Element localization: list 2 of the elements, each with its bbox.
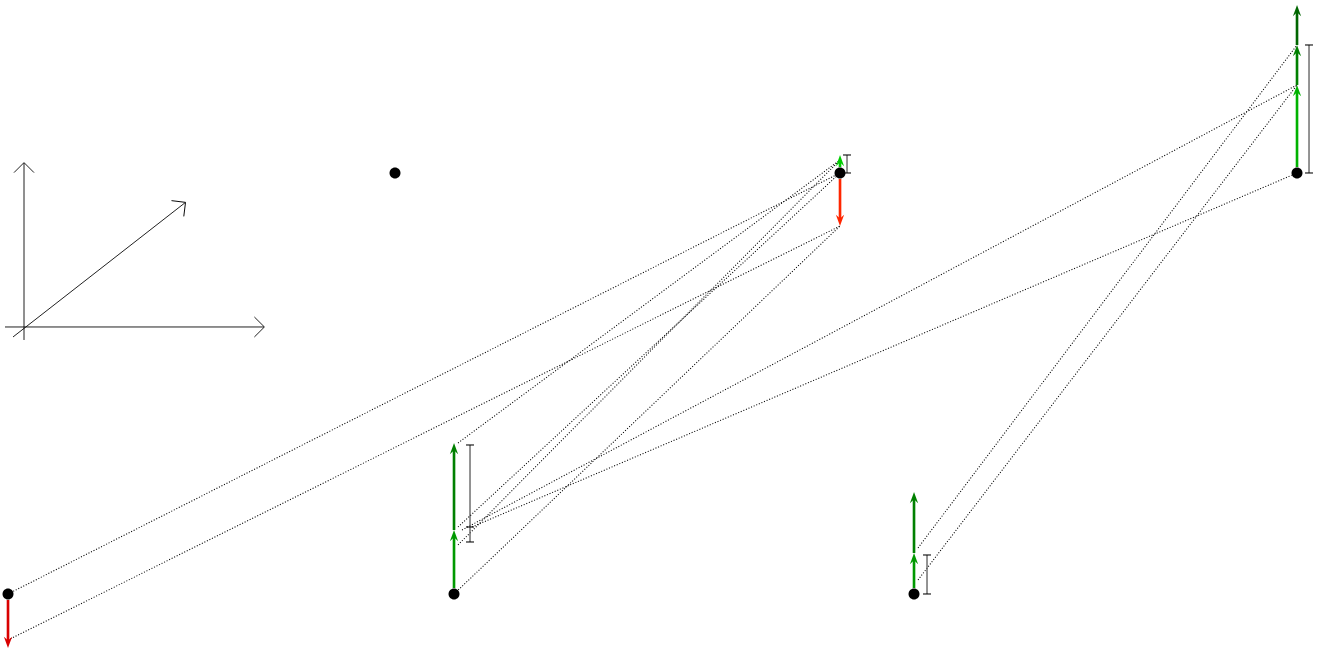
projection-line [457, 225, 841, 591]
projection-line [12, 175, 836, 592]
